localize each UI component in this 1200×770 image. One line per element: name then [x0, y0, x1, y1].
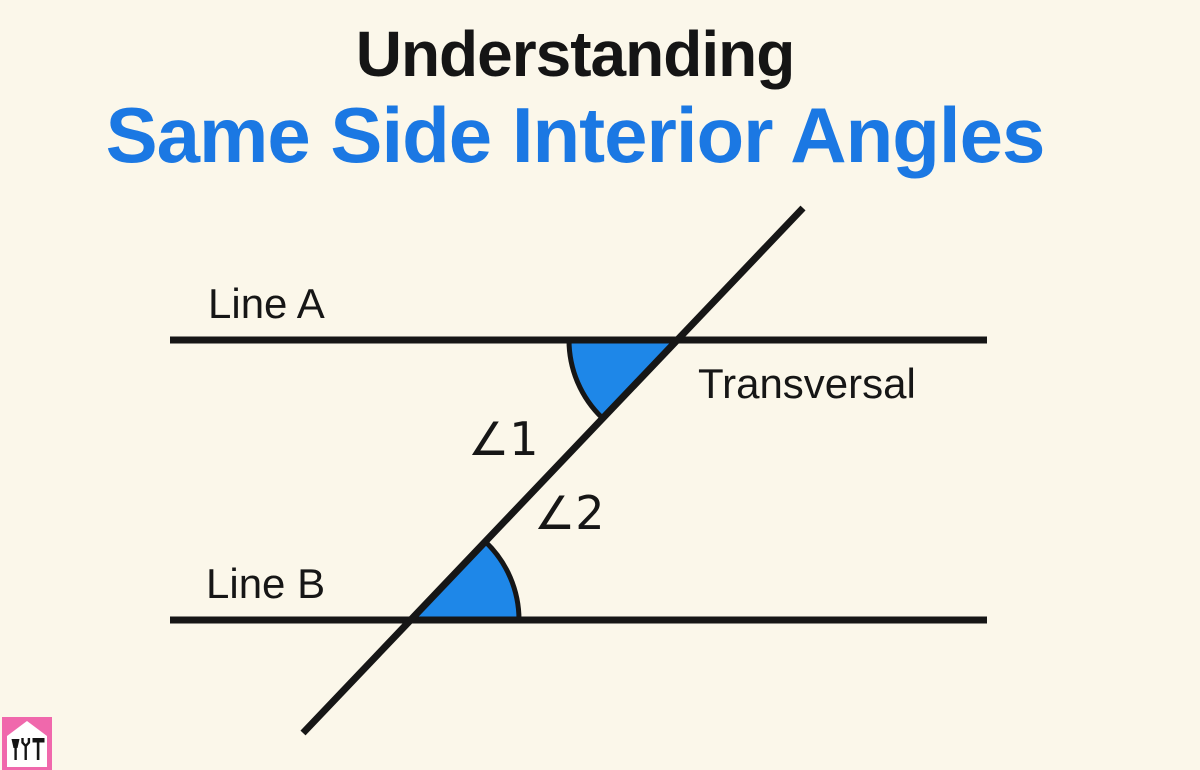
title-line-2: Same Side Interior Angles — [105, 91, 1046, 179]
title-line-1: Understanding — [355, 18, 796, 90]
angle-2-label: ∠2 — [534, 486, 605, 540]
line-a-label: Line A — [208, 280, 325, 327]
transversal-label: Transversal — [698, 360, 916, 407]
angle-1-arc — [566, 339, 605, 421]
page-title: Understanding Same Side Interior Angles — [0, 22, 1150, 174]
hammer-icon — [32, 738, 45, 760]
tools-house-logo-icon — [2, 717, 52, 770]
angle-1-wedge — [569, 340, 677, 419]
wrench-icon — [21, 738, 31, 760]
angle-2-arc — [483, 539, 522, 621]
tools-house-logo — [2, 717, 52, 770]
angle-2-wedge — [411, 541, 519, 620]
angle-1-label: ∠1 — [468, 412, 539, 466]
putty-knife-icon — [11, 739, 20, 760]
transversal-line — [300, 205, 806, 736]
line-b-label: Line B — [206, 560, 326, 607]
